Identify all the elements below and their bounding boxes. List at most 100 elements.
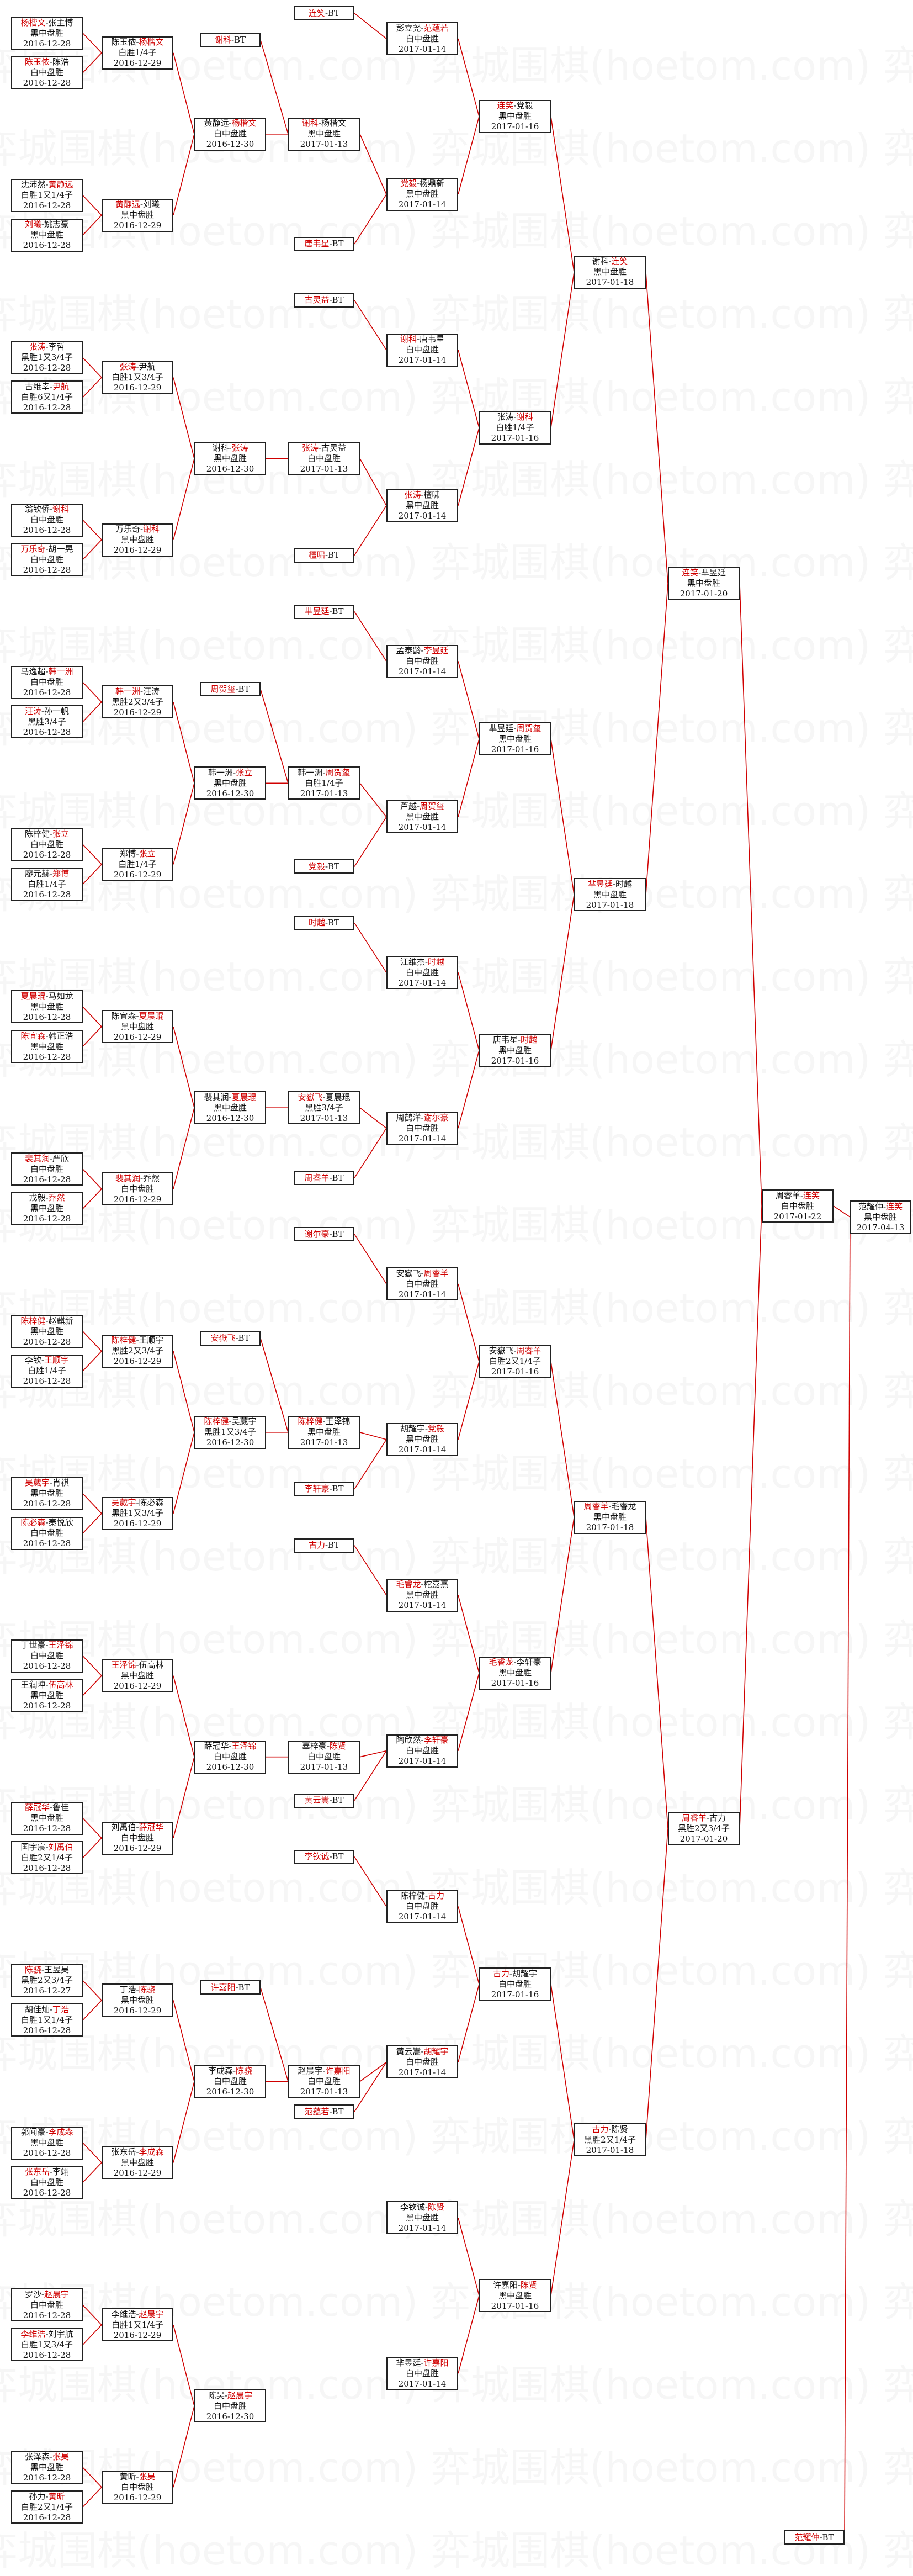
bye-box[interactable]: 安嶽飞-BT <box>200 1331 261 1346</box>
bye-box[interactable]: 李轩豪-BT <box>294 1482 354 1496</box>
bye-box[interactable]: 范蕴若-BT <box>294 2104 354 2119</box>
bye-box[interactable]: 芈昱廷-BT <box>294 604 354 619</box>
bye-box[interactable]: 古力-BT <box>294 1538 354 1553</box>
bye-box[interactable]: 李钦诚-BT <box>294 1849 354 1864</box>
bye-box[interactable]: 许嘉阳-BT <box>200 1980 261 1995</box>
bye-box[interactable]: 周贺玺-BT <box>200 682 261 697</box>
bye-box[interactable]: 谢科-BT <box>200 33 261 47</box>
bye-box[interactable]: 连笑-BT <box>294 6 354 20</box>
bye-box[interactable]: 范耀仲-BT <box>784 2530 845 2545</box>
bye-box[interactable]: 檀啸-BT <box>294 548 354 563</box>
bye-box[interactable]: 党毅-BT <box>294 859 354 874</box>
bye-box[interactable]: 唐韦星-BT <box>294 236 354 251</box>
bye-box[interactable]: 谢尔豪-BT <box>294 1227 354 1241</box>
